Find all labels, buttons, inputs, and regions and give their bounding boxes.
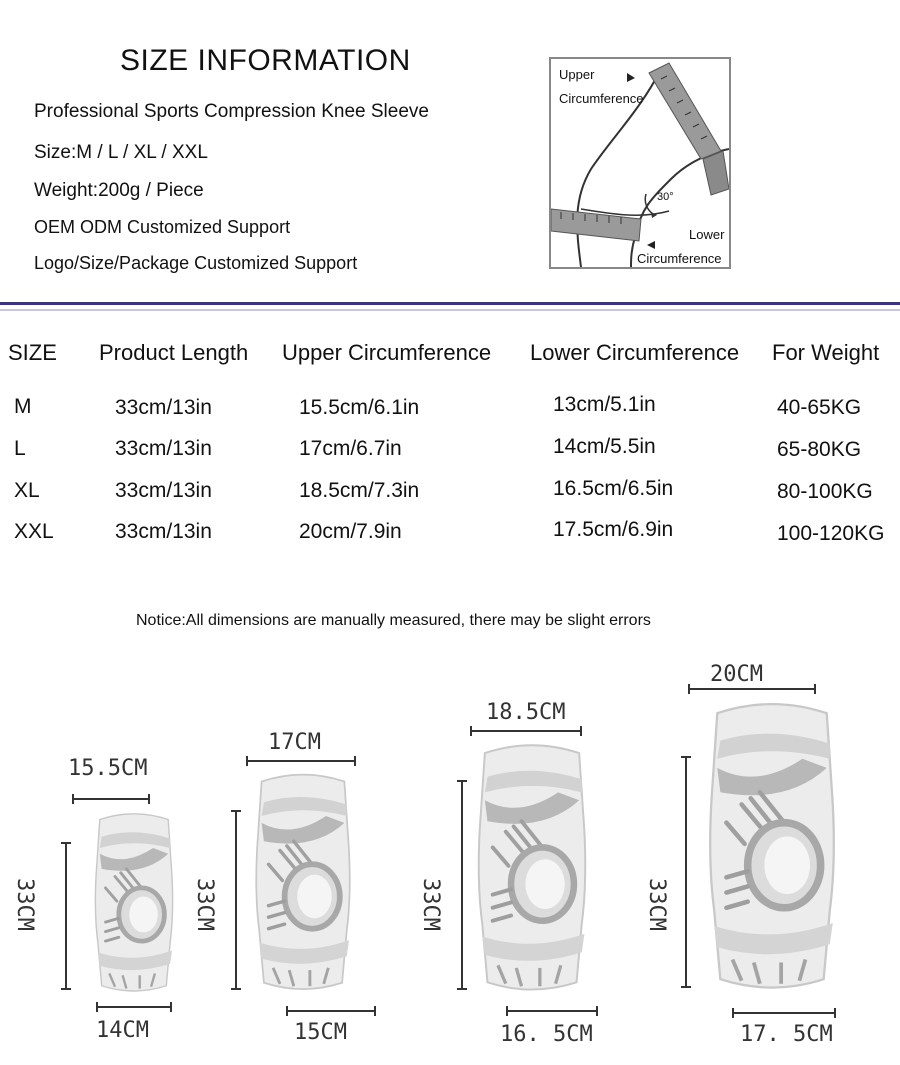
dimension-line-icon bbox=[246, 756, 356, 766]
row-xl-length: 33cm/13in bbox=[115, 479, 212, 502]
row-l-lower: 14cm/5.5in bbox=[553, 435, 656, 458]
row-m-size: M bbox=[14, 395, 32, 418]
measurement-diagram: Upper Circumference 30° Lower Circumfere… bbox=[549, 57, 731, 269]
row-l-weight: 65-80KG bbox=[777, 438, 862, 461]
product-name: Professional Sports Compression Knee Sle… bbox=[34, 101, 429, 122]
row-xl-upper: 18.5cm/7.3in bbox=[299, 479, 420, 502]
sleeve-xxl-bottom-width: 17. 5CM bbox=[740, 1022, 833, 1047]
sleeve-l-bottom-width: 15CM bbox=[294, 1020, 347, 1045]
dimension-line-icon bbox=[96, 1002, 172, 1012]
sleeve-xl-height: 33CM bbox=[418, 878, 443, 931]
row-xl-size: XL bbox=[14, 479, 40, 502]
lower-label: Lower bbox=[689, 227, 725, 242]
row-l-size: L bbox=[14, 437, 26, 460]
header-lower: Lower Circumference bbox=[530, 340, 740, 365]
row-l-upper: 17cm/6.7in bbox=[299, 437, 402, 460]
sleeve-xl-bottom-width: 16. 5CM bbox=[500, 1022, 593, 1047]
header-weight: For Weight bbox=[772, 340, 880, 365]
row-m-upper: 15.5cm/6.1in bbox=[299, 396, 420, 419]
dimension-line-icon bbox=[470, 726, 582, 736]
custom-info: Logo/Size/Package Customized Support bbox=[34, 253, 358, 273]
knee-sleeve-xxl-image bbox=[690, 698, 854, 1002]
dimension-line-icon bbox=[61, 842, 71, 990]
dimension-line-icon bbox=[286, 1006, 376, 1016]
dimension-line-icon bbox=[231, 810, 241, 990]
dimension-line-icon bbox=[506, 1006, 598, 1016]
dimension-line-icon bbox=[732, 1008, 836, 1018]
row-m-length: 33cm/13in bbox=[115, 396, 212, 419]
section-divider-shadow bbox=[0, 309, 900, 311]
sleeve-xl-top-width: 18.5CM bbox=[486, 700, 566, 725]
sleeve-xxl-height: 33CM bbox=[644, 878, 669, 931]
knee-sleeve-xl-image bbox=[460, 740, 604, 1002]
dimension-line-icon bbox=[72, 794, 150, 804]
knee-sleeve-m-image bbox=[86, 810, 182, 1000]
row-xxl-length: 33cm/13in bbox=[115, 520, 212, 543]
section-divider bbox=[0, 302, 900, 305]
page-title: SIZE INFORMATION bbox=[120, 44, 411, 77]
sleeve-m-top-width: 15.5CM bbox=[68, 756, 148, 781]
size-list: Size:M / L / XL / XXL bbox=[34, 142, 208, 163]
sleeve-m-bottom-width: 14CM bbox=[96, 1018, 149, 1043]
header-size: SIZE bbox=[8, 340, 57, 365]
oem-info: OEM ODM Customized Support bbox=[34, 217, 291, 237]
measurement-notice: Notice:All dimensions are manually measu… bbox=[136, 612, 651, 629]
sleeve-xxl-top-width: 20CM bbox=[710, 662, 763, 687]
row-xxl-size: XXL bbox=[14, 520, 54, 543]
knee-diagram-icon bbox=[551, 62, 729, 267]
row-xxl-lower: 17.5cm/6.9in bbox=[553, 518, 674, 541]
dimension-line-icon bbox=[457, 780, 467, 990]
row-l-length: 33cm/13in bbox=[115, 437, 212, 460]
row-xl-lower: 16.5cm/6.5in bbox=[553, 477, 674, 500]
sleeve-l-top-width: 17CM bbox=[268, 730, 321, 755]
row-xxl-upper: 20cm/7.9in bbox=[299, 520, 402, 543]
lower-circumference-label: Circumference bbox=[637, 251, 722, 266]
dimension-line-icon bbox=[681, 756, 691, 988]
weight-info: Weight:200g / Piece bbox=[34, 180, 204, 201]
row-xl-weight: 80-100KG bbox=[777, 480, 873, 503]
sleeve-m-height: 33CM bbox=[12, 878, 37, 931]
row-m-lower: 13cm/5.1in bbox=[553, 393, 656, 416]
upper-circumference-label: Circumference bbox=[559, 91, 644, 106]
header-length: Product Length bbox=[99, 340, 249, 365]
angle-label: 30° bbox=[657, 191, 674, 203]
upper-label: Upper bbox=[559, 67, 595, 82]
row-m-weight: 40-65KG bbox=[777, 396, 862, 419]
sleeve-l-height: 33CM bbox=[192, 878, 217, 931]
row-xxl-weight: 100-120KG bbox=[777, 522, 885, 545]
knee-sleeve-l-image bbox=[242, 770, 364, 1000]
dimension-line-icon bbox=[688, 684, 816, 694]
header-upper: Upper Circumference bbox=[282, 340, 492, 365]
